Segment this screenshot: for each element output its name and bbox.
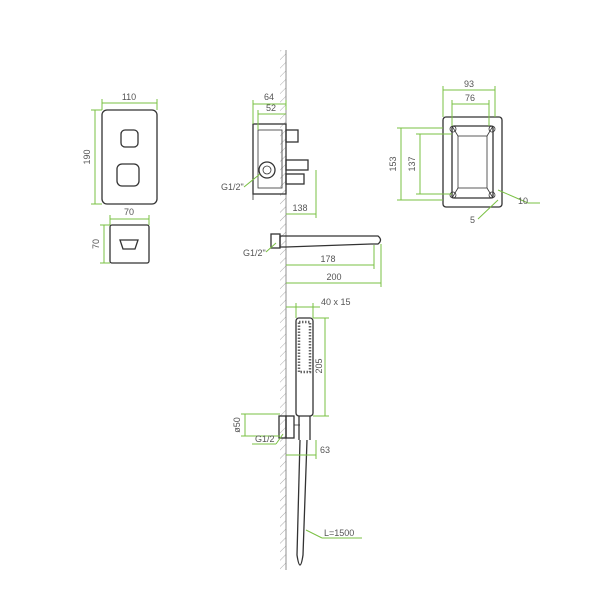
spout-body: [279, 235, 382, 248]
frame-screw-br: [488, 191, 496, 199]
valve-inlet-circle: [258, 161, 276, 179]
handshower-outlet-label: ø50: [232, 417, 242, 433]
panel-outline: [101, 109, 158, 205]
valve-box-side-view: 64 52 G1/2" 138: [221, 92, 317, 218]
panel-button-bottom: [116, 163, 140, 187]
spout-thread-label: G1/2": [243, 248, 266, 258]
panel-width-label: 110: [122, 92, 136, 102]
handshower-hose: [296, 439, 308, 566]
valve-inner-label: 52: [266, 103, 276, 113]
frame-corner-a-leader: [497, 189, 529, 204]
handshower-thread-leader: [275, 433, 284, 445]
handshower-projection-label: 63: [320, 445, 330, 455]
frame-screw-tl: [449, 125, 457, 133]
valve-inlet-inner: [262, 165, 272, 175]
valve-depth-label: 138: [292, 203, 307, 213]
wall-section: [280, 50, 287, 570]
handshower-section-label: 40 x 15: [321, 297, 351, 307]
spout-reach-label: 178: [320, 254, 335, 264]
valve-lower-stub: [285, 173, 305, 185]
handshower-hose-leader: [305, 529, 323, 539]
diverter-height-label: 70: [91, 239, 101, 249]
panel-front-view: 110 190: [82, 92, 158, 205]
frame-screw-tr: [488, 125, 496, 133]
valve-thread-leader: [243, 173, 261, 188]
spout-thread-leader: [265, 242, 277, 253]
diverter-outline: [109, 224, 150, 264]
handshower-side-view: 40 x 15 205 ø50 G1/2 63 L=1500: [232, 297, 362, 566]
handshower-holder: [285, 415, 295, 439]
frame-screw-bl: [449, 191, 457, 199]
handshower-hose-label: L=1500: [324, 528, 354, 538]
valve-thread-label: G1/2": [221, 182, 244, 192]
handshower-length-label: 205: [314, 358, 324, 373]
panel-height-label: 190: [82, 149, 92, 164]
valve-overall-label: 64: [264, 92, 274, 102]
valve-box-body: [252, 123, 287, 195]
frame-inner-h-label: 137: [407, 156, 417, 171]
valve-top-outlet: [285, 129, 299, 143]
mounting-frame-view: 93 76 153 137 10 5: [388, 79, 540, 225]
handshower-head: [295, 317, 314, 417]
frame-corner-b-leader: [477, 199, 499, 220]
frame-corner-b-label: 5: [470, 215, 475, 225]
frame-corner-a-label: 10: [518, 196, 528, 206]
handshower-neck: [298, 416, 311, 440]
frame-window: [457, 135, 488, 189]
diverter-front-view: 70 70: [91, 207, 150, 264]
wall-hatch: [280, 50, 286, 570]
valve-box-inner: [257, 129, 283, 189]
frame-outer: [442, 116, 503, 208]
frame-inner-w-label: 76: [465, 93, 475, 103]
spout-side-view: G1/2" 178 200: [243, 233, 382, 287]
diverter-handle: [119, 239, 139, 250]
frame-outer-h-label: 153: [388, 156, 398, 171]
spout-length-label: 200: [326, 272, 341, 282]
handshower-thread-label: G1/2: [255, 434, 275, 444]
panel-button-top: [120, 129, 139, 148]
diverter-width-label: 70: [124, 207, 134, 217]
frame-inner: [451, 125, 494, 199]
handshower-outlet-plate: [278, 415, 287, 439]
handshower-nozzle-grid: [297, 320, 312, 374]
frame-outer-w-label: 93: [464, 79, 474, 89]
valve-front-stub: [285, 159, 309, 171]
